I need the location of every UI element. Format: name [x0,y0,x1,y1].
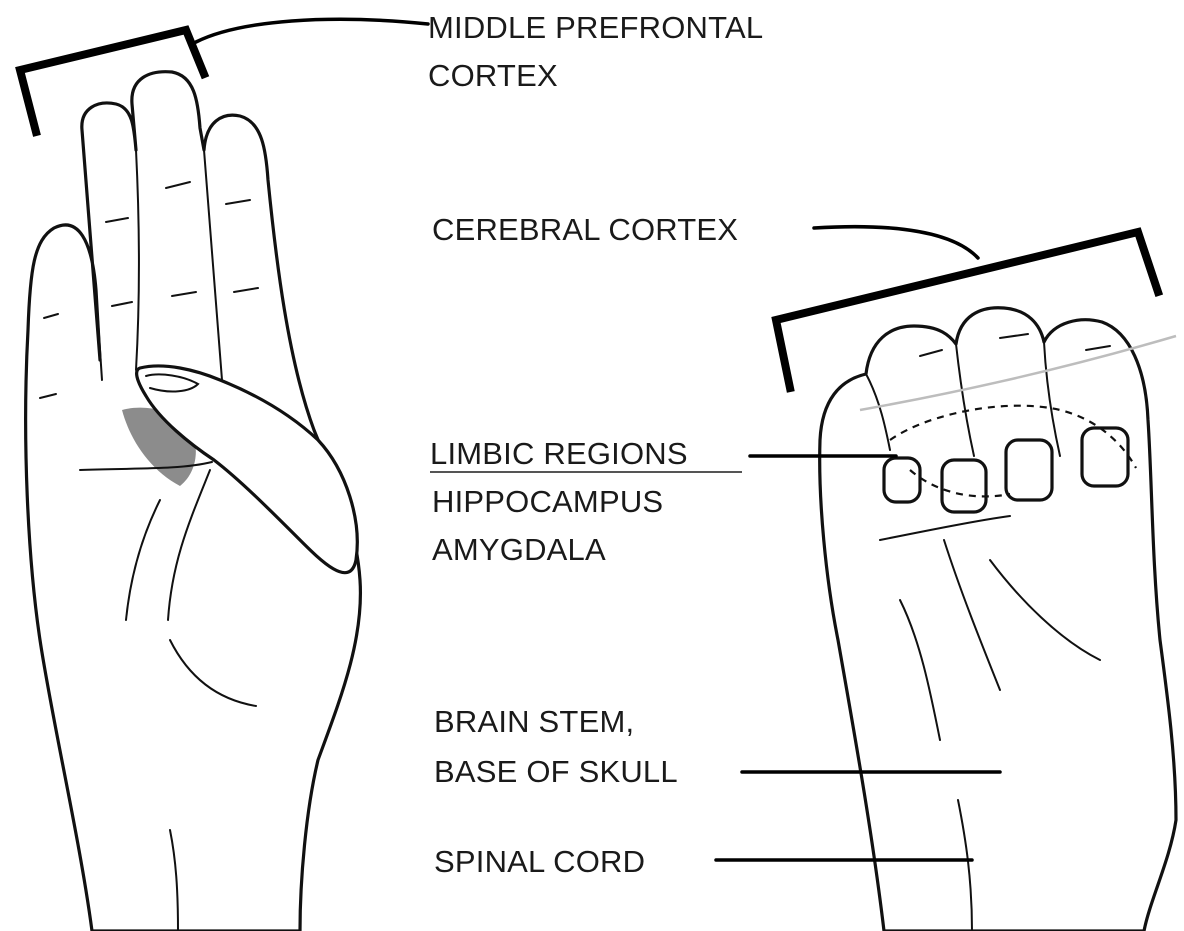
amygdala-label: AMYGDALA [432,532,606,567]
cerebral-cortex-label: CEREBRAL CORTEX [432,212,738,247]
prefrontal-label-line2: CORTEX [428,58,558,93]
fist-fingernail-3 [1006,440,1052,500]
hippocampus-label: HIPPOCAMPUS [432,484,663,519]
fist-fingernail-4 [1082,428,1128,486]
spinal-cord-label: SPINAL CORD [434,844,645,879]
brainstem-label-line1: BRAIN STEM, [434,704,634,739]
brainstem-label-line2: BASE OF SKULL [434,754,678,789]
fist-fingernail-1 [884,458,920,502]
prefrontal-label-line1: MIDDLE PREFRONTAL [428,10,763,45]
limbic-regions-label: LIMBIC REGIONS [430,436,688,471]
prefrontal-leader-line [196,19,428,42]
open-hand [26,72,361,931]
fist-hand [820,308,1176,931]
fist-outline [820,308,1176,931]
fist-fingernail-2 [942,460,986,512]
cerebral-leader-line [814,227,978,258]
